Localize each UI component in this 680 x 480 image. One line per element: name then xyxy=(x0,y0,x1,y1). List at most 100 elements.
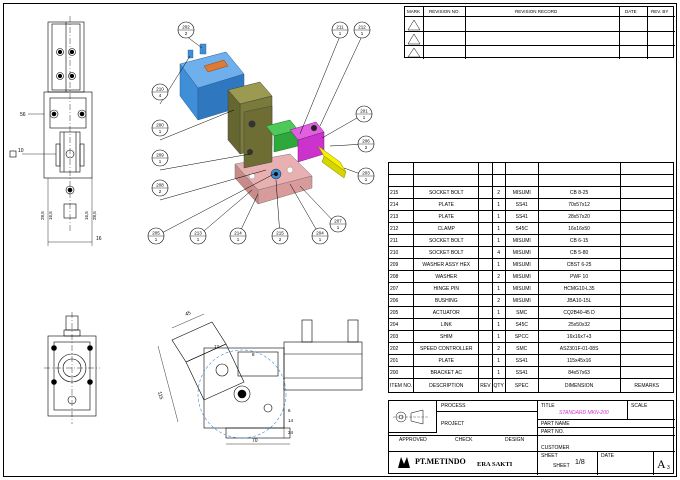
bom-cell-description: ACTUATOR xyxy=(413,306,480,319)
bom-cell-spec: MISUMI xyxy=(504,186,539,199)
bom-cell-spec: MISUMI xyxy=(504,234,539,247)
dim-side-24: 24 xyxy=(288,430,294,435)
bom-cell-remarks xyxy=(619,258,675,271)
bom-cell-dimension: CB 6-15 xyxy=(537,234,621,247)
project-label: PROJECT xyxy=(441,421,465,427)
bom-cell-qty: 2 xyxy=(491,270,506,283)
balloon-num: 209 xyxy=(156,153,164,158)
balloon-num: 200 xyxy=(156,123,164,128)
customer-label: CUSTOMER xyxy=(541,445,570,451)
title-value: STANDARD MKN-200 xyxy=(559,410,609,416)
bom-cell-description: PLATE xyxy=(413,210,480,223)
bom-cell-item: 206 xyxy=(387,294,415,307)
bom-cell-dimension: 28x57x20 xyxy=(537,210,621,223)
bom-cell-dimension: PWF 10 xyxy=(537,270,621,283)
balloon-qty: 1 xyxy=(361,31,364,36)
bom-cell-spec: MISUMI xyxy=(504,258,539,271)
top-view-drawing xyxy=(44,312,100,424)
dim-side-70: 70 xyxy=(252,438,258,444)
bom-cell-description: CLAMP xyxy=(413,222,480,235)
bom-cell-item: 210 xyxy=(387,246,415,259)
part-name-label: PART NAME xyxy=(541,421,570,427)
dim-side-115: 115 xyxy=(156,391,164,401)
dim-front-56: 56 xyxy=(20,112,26,118)
balloon-num: 212 xyxy=(358,25,366,30)
revision-triangles xyxy=(407,19,421,58)
bom-cell-description: BUSHING xyxy=(413,294,480,307)
design-label: DESIGN xyxy=(505,437,525,443)
bom-cell-rev xyxy=(478,222,493,235)
balloon-qty: 1 xyxy=(365,177,368,182)
balloon-qty: 1 xyxy=(363,115,366,120)
bom-cell-item: 209 xyxy=(387,258,415,271)
bom-cell-remarks xyxy=(619,282,675,295)
bom-cell-spec: S45C xyxy=(504,318,539,331)
bom-cell-remarks xyxy=(619,222,675,235)
bom-header-dimension: DIMENSION xyxy=(537,378,621,393)
dim-side-6: 6 xyxy=(288,408,291,413)
bom-cell-spec: SS41 xyxy=(504,198,539,211)
projection-symbol-icon xyxy=(393,409,429,425)
bom-cell-description: SOCKET BOLT xyxy=(413,186,480,199)
bom-cell-item: 208 xyxy=(387,270,415,283)
sheet-border xyxy=(3,3,677,477)
sheet-label-bottom: SHEET xyxy=(553,463,570,469)
bom-cell-dimension: CBST 6-25 xyxy=(537,258,621,271)
bom-cell-rev xyxy=(478,330,493,343)
balloon-num: 214 xyxy=(234,231,242,236)
bom-cell-item: 205 xyxy=(387,306,415,319)
bom-cell-description: PLATE xyxy=(413,198,480,211)
date-label: DATE xyxy=(601,453,614,459)
bom-cell-remarks xyxy=(619,198,675,211)
bom-cell-description: WASHER ASSY HEX xyxy=(413,258,480,271)
bom-cell-qty: 1 xyxy=(491,306,506,319)
balloon-qty: 1 xyxy=(155,237,158,242)
bom-header-remarks: REMARKS xyxy=(619,378,675,393)
balloon-num: 205 xyxy=(152,231,160,236)
bom-cell-item: 207 xyxy=(387,282,415,295)
bom-cell-dimension: 115x45x16 xyxy=(537,354,621,367)
dim-side-8: 8 xyxy=(252,352,255,357)
bom-cell-qty: 1 xyxy=(491,366,506,379)
bom-cell-spec: MISUMI xyxy=(504,270,539,283)
bom-cell-rev xyxy=(478,258,493,271)
bom-blank-row xyxy=(387,174,675,187)
bom-cell-description: BRACKET AC xyxy=(413,366,480,379)
balloon-num: 204 xyxy=(316,231,324,236)
bom-cell-dimension: 16x16x50 xyxy=(537,222,621,235)
bom-cell-dimension: HCMG10-L35 xyxy=(537,282,621,295)
scale-label: SCALE xyxy=(631,403,648,409)
bom-cell-spec: SPCC xyxy=(504,330,539,343)
balloon-num: 203 xyxy=(362,171,370,176)
bom-cell-remarks xyxy=(619,330,675,343)
bom-cell-rev xyxy=(478,198,493,211)
front-view-drawing: 56 10 28,5 16,5 16,5 28,5 16 xyxy=(9,16,102,246)
balloon-qty: 1 xyxy=(319,237,322,242)
balloon-qty: 2 xyxy=(185,31,188,36)
bom-cell-remarks xyxy=(619,210,675,223)
bom-cell-spec: MISUMI xyxy=(504,282,539,295)
check-label: CHECK xyxy=(455,437,473,443)
balloon-qty: 4 xyxy=(159,93,162,98)
bom-header-description: DESCRIPTION xyxy=(413,378,480,393)
dim-front-28-5a: 28,5 xyxy=(40,211,45,220)
bom-cell-rev xyxy=(478,342,493,355)
bom-header-item: ITEM NO. xyxy=(387,378,415,393)
bom-cell-spec: SS41 xyxy=(504,354,539,367)
balloon-qty: 1 xyxy=(159,129,162,134)
bom-cell-rev xyxy=(478,234,493,247)
